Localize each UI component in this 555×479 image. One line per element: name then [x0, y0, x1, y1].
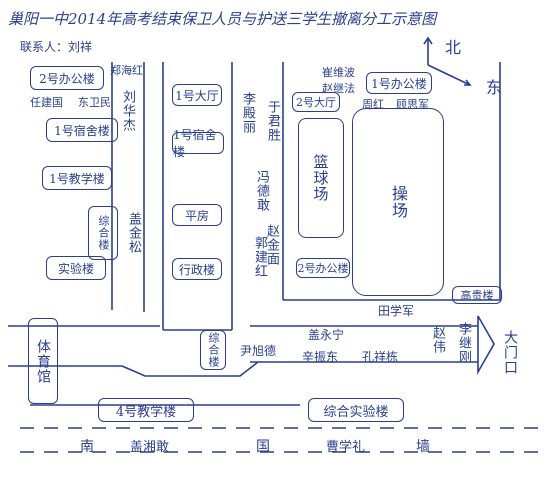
- compass-north-label: 北: [445, 38, 462, 57]
- person-cao: 曹学礼: [326, 440, 366, 455]
- person-kong: 孔祥栋: [362, 350, 399, 364]
- person-gu: 顾思军: [396, 98, 429, 111]
- building-lab: 实验楼: [46, 256, 106, 280]
- person-liu: 刘华杰: [120, 90, 135, 132]
- person-feng: 冯德敢: [254, 170, 269, 212]
- person-xin: 辛振东: [302, 350, 339, 364]
- building-1-dorm-left: 1号宿舍楼: [46, 118, 118, 142]
- person-zhao-wei: 赵伟: [430, 326, 445, 354]
- east-head: [464, 79, 472, 86]
- building-1-dorm-center: 1号宿舍楼: [172, 128, 224, 159]
- road-diagonal: [121, 361, 259, 377]
- building-2-office: 2号办公楼: [296, 258, 350, 278]
- building-1-teach: 1号教学楼: [42, 166, 112, 190]
- person-li: 李殿丽: [240, 92, 255, 134]
- person-dong: 东卫民: [78, 96, 111, 109]
- north-head: [423, 36, 433, 45]
- sports-field: 操场: [352, 108, 444, 296]
- building-1-hall: 1号大厅: [172, 84, 222, 106]
- person-li-wei: 李继刚: [456, 322, 471, 364]
- building-lab-complex: 综合实验楼: [308, 398, 404, 422]
- person-yu-xue: 田学军: [378, 304, 415, 318]
- building-1-office-right: 1号办公楼: [366, 72, 432, 94]
- building-2-office-left: 2号办公楼: [30, 66, 104, 90]
- person-gai-hu: 盖湘敢: [130, 440, 170, 455]
- person-zheng: 郑海红: [110, 64, 143, 77]
- south-guo-label: 国: [256, 439, 270, 455]
- person-yin: 尹旭德: [240, 344, 277, 358]
- gate-arrow: [477, 315, 495, 376]
- person-yu: 于君胜: [265, 100, 280, 142]
- basketball-court: 篮球场: [298, 118, 344, 238]
- person-cui: 崔维波: [322, 66, 355, 79]
- page-title: 巢阳一中2014年高考结束保卫人员与护送三学生撤离分工示意图: [8, 10, 437, 28]
- building-2-hall: 2号大厅: [292, 92, 340, 112]
- building-flat: 平房: [172, 204, 222, 226]
- person-gai-yong: 盖永宁: [308, 328, 345, 342]
- building-gaozhen: 高贵楼: [452, 286, 502, 304]
- compass-east-label: 东: [486, 78, 503, 97]
- building-gate: 大门口: [502, 330, 518, 375]
- building-gym: 体育馆: [28, 318, 58, 404]
- person-zhou: 周红: [362, 98, 384, 111]
- south-wall-label: 墙: [416, 439, 430, 455]
- building-gate-room: 综合楼: [200, 330, 226, 370]
- south-label: 南: [80, 439, 94, 455]
- person-zhao-ji: 赵继法: [322, 82, 355, 95]
- person-guo: 郭建红: [252, 236, 267, 278]
- header-note: 联系人：刘祥: [20, 40, 93, 54]
- person-ren: 任建国: [30, 96, 63, 109]
- east-arrow: [427, 64, 471, 86]
- building-4-teach: 4号教学楼: [98, 398, 194, 422]
- person-zhao-jin: 赵金面: [264, 224, 279, 266]
- building-admin: 行政楼: [172, 258, 222, 280]
- person-gai: 盖金松: [126, 212, 141, 254]
- building-admin-left: 综合楼: [88, 206, 118, 260]
